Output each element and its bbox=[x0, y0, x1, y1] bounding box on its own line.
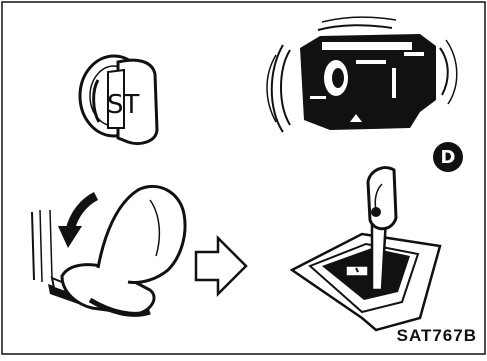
key-position-label: ST bbox=[107, 90, 140, 120]
figure-code-label: SAT767B bbox=[397, 326, 477, 346]
engine-icon bbox=[267, 17, 457, 132]
selector-lever-icon bbox=[292, 168, 440, 330]
right-arrow-icon bbox=[196, 238, 246, 294]
ignition-key-icon: ST bbox=[80, 56, 157, 144]
gear-d-badge-icon: D bbox=[433, 142, 463, 172]
gear-d-badge-label: D bbox=[441, 147, 456, 168]
foot-on-brake-pedal-icon bbox=[32, 186, 185, 314]
